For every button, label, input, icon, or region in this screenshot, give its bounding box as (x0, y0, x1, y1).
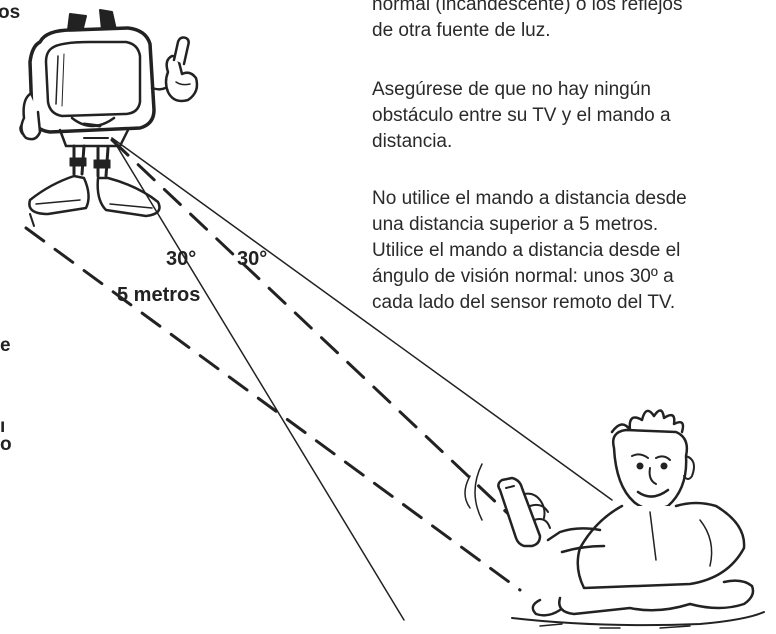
text-line: de otra fuente de luz. (372, 20, 551, 41)
margin-fragment-4: o (0, 434, 12, 455)
margin-fragment-2: e (0, 335, 11, 356)
center-axis-dashed (110, 138, 522, 527)
angle-label-left: 30° (166, 248, 197, 270)
text-line: cada lado del sensor remoto del TV. (372, 292, 676, 313)
text-line: normal (incandescente) o los reflejos (372, 0, 683, 15)
text-line: ángulo de visión normal: unos 30º a (372, 266, 674, 287)
text-line: una distancia superior a 5 metros. (372, 214, 659, 235)
angle-label-right: 30° (237, 248, 268, 270)
margin-fragment-1: os (0, 2, 21, 23)
text-line: obstáculo entre su TV y el mando a (372, 105, 671, 126)
person-with-remote-icon (464, 409, 765, 629)
signal-ray-lower (111, 137, 405, 621)
signal-ray-upper (111, 137, 613, 501)
text-line: Asegúrese de que no hay ningún (372, 79, 651, 100)
text-line: No utilice el mando a distancia desde (372, 188, 687, 209)
margin-fragment-3: ı (0, 416, 6, 437)
tv-character-icon (19, 9, 199, 218)
distance-line-dashed (24, 226, 522, 592)
distance-label: 5 metros (117, 284, 201, 306)
text-line: distancia. (372, 131, 453, 152)
text-line: Utilice el mando a distancia desde el (372, 240, 681, 261)
